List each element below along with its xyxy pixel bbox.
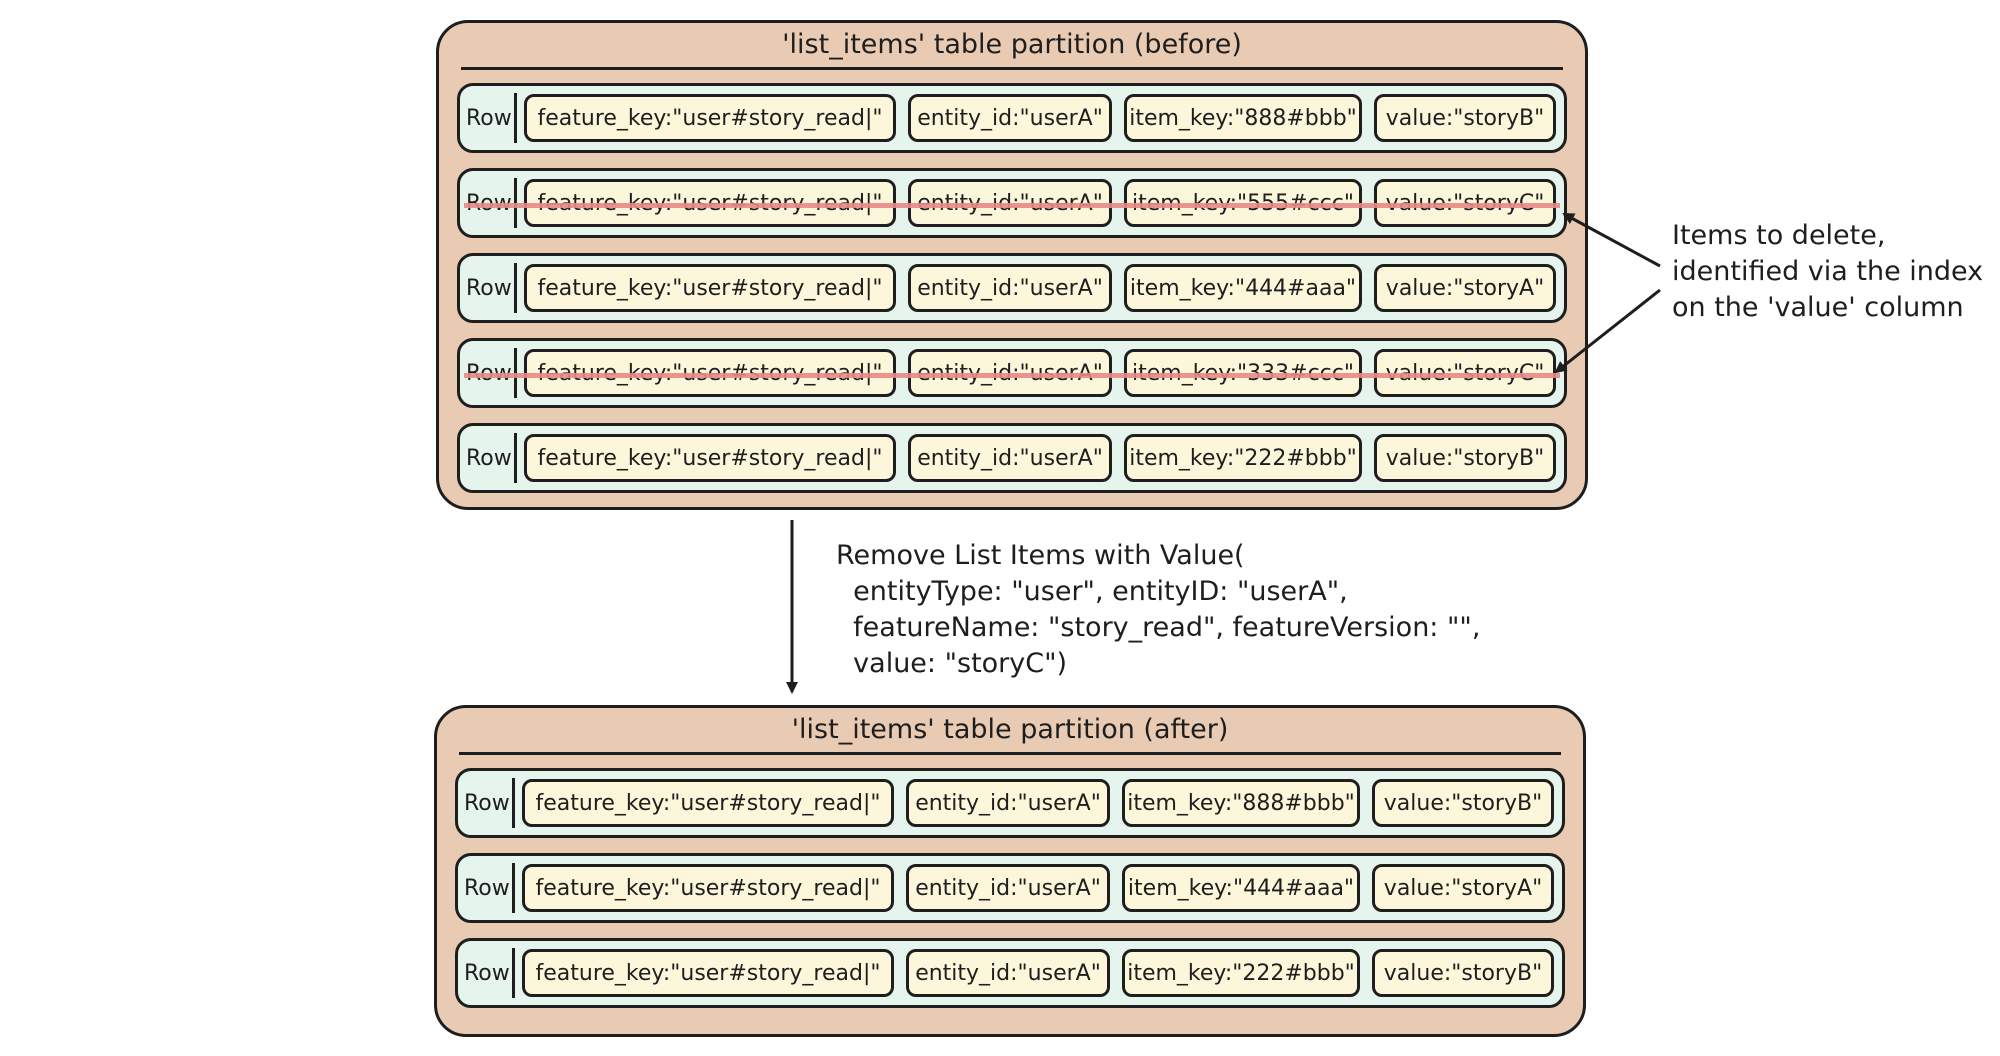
value-cell: value:"storyA": [1372, 864, 1554, 912]
delete-note: Items to delete, identified via the inde…: [1672, 220, 1984, 323]
row-label: Row: [466, 105, 512, 131]
entity-id-cell: entity_id:"userA": [908, 264, 1112, 312]
entity-id-cell: entity_id:"userA": [908, 434, 1112, 482]
value-cell: value:"storyB": [1372, 949, 1554, 997]
feature-key-cell: feature_key:"user#story_read|": [522, 864, 894, 912]
row-label: Row: [464, 960, 510, 986]
value-cell: value:"storyA": [1374, 264, 1556, 312]
table-row: Row feature_key:"user#story_read|"entity_…: [455, 768, 1565, 838]
item-key-cell: item_key:"888#bbb": [1124, 94, 1362, 142]
entity-id-cell: entity_id:"userA": [906, 864, 1110, 912]
value-cell: value:"storyB": [1374, 434, 1556, 482]
table-row: Row feature_key:"user#story_read|"entity_…: [457, 83, 1567, 153]
table-row: Row feature_key:"user#story_read|"entity_…: [457, 168, 1567, 238]
feature-key-cell: feature_key:"user#story_read|": [524, 94, 896, 142]
row-label: Row: [464, 790, 510, 816]
entity-id-cell: entity_id:"userA": [908, 349, 1112, 397]
value-cell: value:"storyC": [1374, 179, 1556, 227]
feature-key-cell: feature_key:"user#story_read|": [524, 349, 896, 397]
row-label: Row: [466, 275, 512, 301]
item-key-cell: item_key:"555#ccc": [1124, 179, 1362, 227]
item-key-cell: item_key:"222#bbb": [1122, 949, 1360, 997]
row-divider: [514, 93, 517, 143]
title-divider: [459, 752, 1561, 755]
row-divider: [514, 433, 517, 483]
feature-key-cell: feature_key:"user#story_read|": [522, 779, 894, 827]
row-label: Row: [464, 875, 510, 901]
feature-key-cell: feature_key:"user#story_read|": [524, 179, 896, 227]
item-key-cell: item_key:"333#ccc": [1124, 349, 1362, 397]
table-row: Row feature_key:"user#story_read|"entity_…: [455, 938, 1565, 1008]
entity-id-cell: entity_id:"userA": [908, 94, 1112, 142]
item-key-cell: item_key:"444#aaa": [1124, 264, 1362, 312]
row-divider: [512, 778, 515, 828]
row-label: Row: [466, 445, 512, 471]
row-divider: [514, 348, 517, 398]
partition-before: 'list_items' table partition (before) Ro…: [436, 20, 1588, 510]
table-row: Row feature_key:"user#story_read|"entity_…: [455, 853, 1565, 923]
partition-after: 'list_items' table partition (after) Row…: [434, 705, 1586, 1037]
row-divider: [514, 178, 517, 228]
entity-id-cell: entity_id:"userA": [908, 179, 1112, 227]
value-cell: value:"storyB": [1372, 779, 1554, 827]
value-cell: value:"storyC": [1374, 349, 1556, 397]
table-row: Row feature_key:"user#story_read|"entity_…: [457, 253, 1567, 323]
feature-key-cell: feature_key:"user#story_read|": [524, 434, 896, 482]
table-row: Row feature_key:"user#story_read|"entity_…: [457, 423, 1567, 493]
row-label: Row: [466, 360, 512, 386]
feature-key-cell: feature_key:"user#story_read|": [524, 264, 896, 312]
table-row: Row feature_key:"user#story_read|"entity_…: [457, 338, 1567, 408]
title-divider: [461, 67, 1563, 70]
feature-key-cell: feature_key:"user#story_read|": [522, 949, 894, 997]
row-divider: [512, 863, 515, 913]
operation-text: Remove List Items with Value( entityType…: [836, 540, 1481, 679]
item-key-cell: item_key:"888#bbb": [1122, 779, 1360, 827]
row-label: Row: [466, 190, 512, 216]
item-key-cell: item_key:"222#bbb": [1124, 434, 1362, 482]
value-cell: value:"storyB": [1374, 94, 1556, 142]
row-divider: [512, 948, 515, 998]
partition-before-title: 'list_items' table partition (before): [782, 29, 1242, 60]
row-divider: [514, 263, 517, 313]
entity-id-cell: entity_id:"userA": [906, 949, 1110, 997]
entity-id-cell: entity_id:"userA": [906, 779, 1110, 827]
item-key-cell: item_key:"444#aaa": [1122, 864, 1360, 912]
partition-after-title: 'list_items' table partition (after): [791, 714, 1229, 745]
